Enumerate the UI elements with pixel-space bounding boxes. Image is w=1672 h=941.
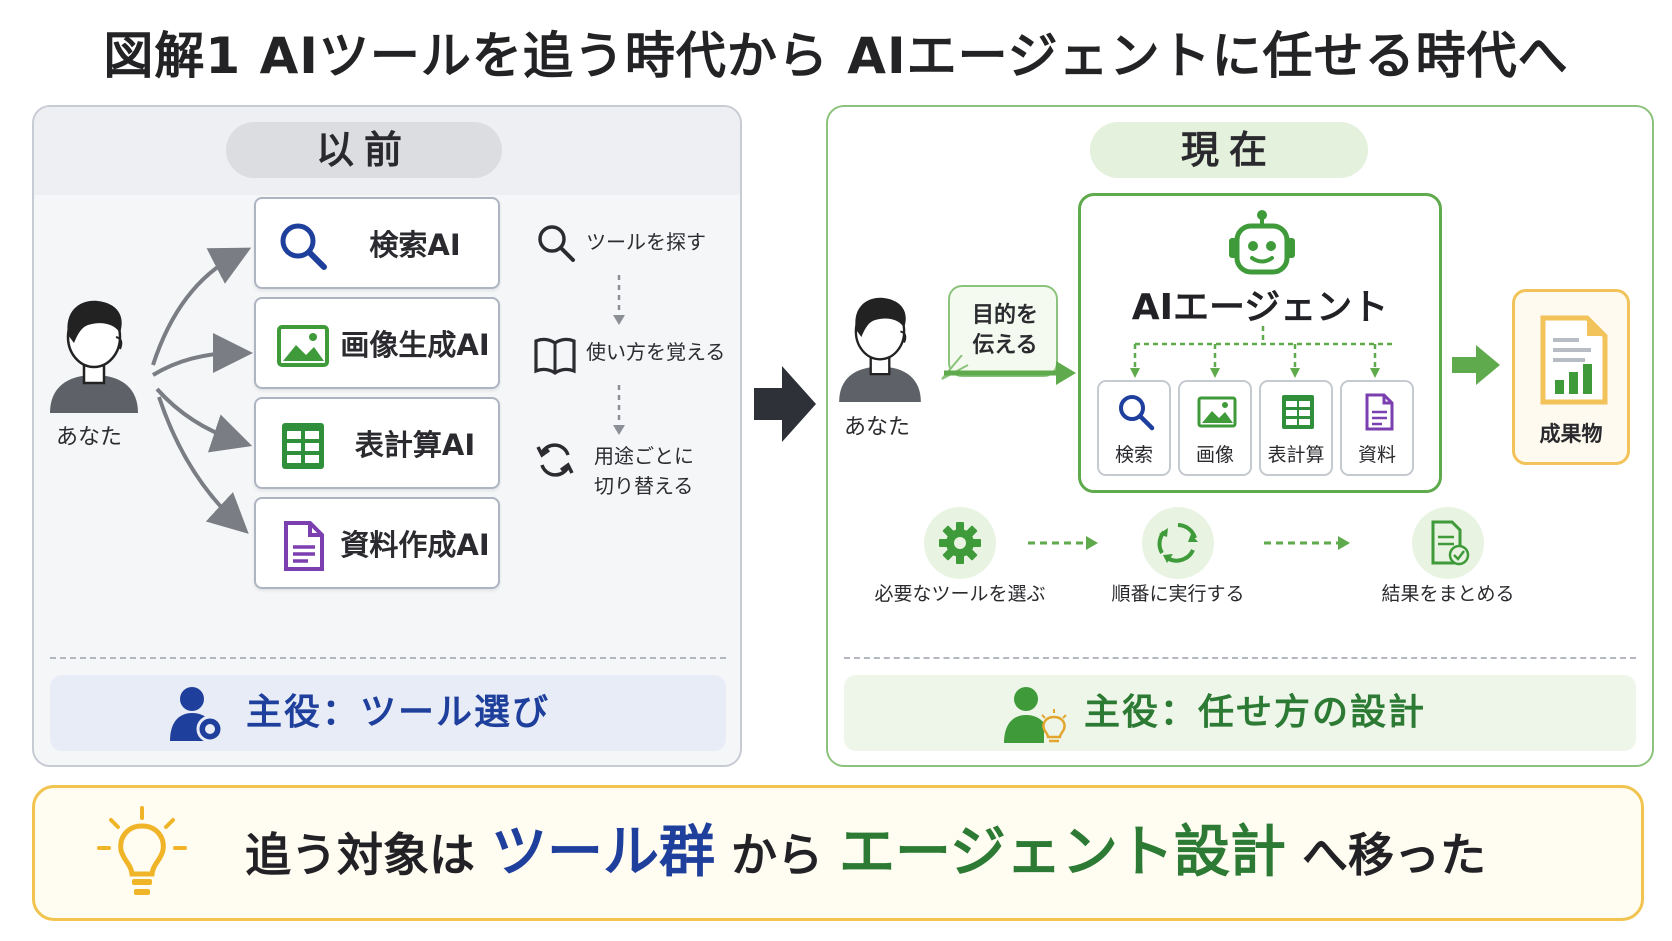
- before-person-label: あなた: [56, 425, 123, 450]
- deliverable-label: 成果物: [1539, 422, 1603, 446]
- before-header-pill: 以前: [226, 122, 502, 178]
- user-settings-icon: [170, 687, 224, 743]
- step-dash-arrow: [613, 275, 625, 325]
- banner-part3: から: [715, 828, 840, 882]
- bubble-line1: 目的を: [971, 303, 1038, 328]
- agent-tool-label: 資料: [1357, 444, 1396, 466]
- step-switch-line2: 切り替える: [594, 474, 694, 498]
- document-icon: [1365, 393, 1394, 431]
- lightbulb-icon: [97, 806, 187, 895]
- before-divider: [50, 657, 726, 659]
- ai-agent-box: AIエージェント 検索: [1078, 193, 1442, 493]
- flow-label-execute: 順番に実行する: [1111, 583, 1245, 605]
- document-icon: [284, 521, 324, 571]
- before-panel: 以前 あなた 検索AI 画像生成AI: [32, 105, 742, 767]
- tool-card-label: 検索AI: [369, 228, 461, 262]
- person-icon: [50, 300, 138, 413]
- agent-tool-spreadsheet: 表計算: [1259, 380, 1333, 476]
- now-divider: [844, 657, 1636, 659]
- bubble-line2: 伝える: [972, 333, 1038, 358]
- banner-part1: 追う対象は: [245, 828, 492, 882]
- step-find-tool: ツールを探す: [586, 230, 706, 254]
- doc-check-icon: [1431, 520, 1470, 566]
- banner-highlight-tools: ツール群: [491, 820, 716, 885]
- step-switch-line1: 用途ごとに: [594, 444, 694, 468]
- flow-step-summarize: [1412, 507, 1484, 579]
- fan-arrows: [151, 247, 253, 534]
- search-icon: [280, 223, 327, 270]
- agent-tool-document: 資料: [1340, 380, 1414, 476]
- banner-highlight-agent-design: エージェント設計: [839, 820, 1286, 885]
- flow-dash-arrow: [1028, 536, 1098, 550]
- banner-part5: へ移った: [1285, 828, 1486, 882]
- tool-card-document: 資料作成AI: [254, 497, 500, 589]
- flow-label-select: 必要なツールを選ぶ: [874, 583, 1046, 605]
- user-idea-icon: [1004, 687, 1067, 743]
- tool-card-spreadsheet: 表計算AI: [254, 397, 500, 489]
- deliverable-box: 成果物: [1512, 289, 1630, 465]
- page-title: 図解1 AIツールを追う時代から AIエージェントに任せる時代へ: [103, 27, 1569, 85]
- spreadsheet-icon: [282, 423, 324, 469]
- book-icon: [534, 337, 576, 375]
- agent-tool-search: 検索: [1097, 380, 1171, 476]
- step-dash-arrow: [613, 385, 625, 435]
- flow-step-execute: [1142, 507, 1214, 579]
- agent-tool-label: 検索: [1114, 444, 1153, 466]
- ai-agent-title: AIエージェント: [1131, 287, 1389, 328]
- now-header-pill: 現在: [1090, 122, 1368, 178]
- agent-tool-label: 表計算: [1267, 444, 1325, 466]
- now-role-text: 主役：任せ方の設計: [1084, 692, 1427, 733]
- refresh-icon: [536, 443, 574, 477]
- agent-branch-arrows: [1130, 326, 1393, 378]
- robot-icon: [1229, 210, 1295, 275]
- step-learn-usage: 使い方を覚える: [586, 340, 726, 364]
- gear-icon: [939, 522, 981, 564]
- person-icon: [839, 297, 921, 402]
- search-icon: [1119, 395, 1155, 431]
- to-result-arrow-icon: [1452, 345, 1500, 385]
- now-panel: 現在 あなた 目的を 伝える AIエージェント: [826, 105, 1654, 767]
- tool-card-label: 画像生成AI: [340, 328, 490, 362]
- step-switch-by-use: 用途ごとに 切り替える: [594, 441, 694, 501]
- summary-banner: 追う対象は ツール群 から エージェント設計 へ移った: [32, 785, 1644, 921]
- image-icon: [277, 325, 329, 367]
- now-person-label: あなた: [844, 415, 911, 440]
- image-icon: [1197, 396, 1237, 428]
- to-agent-arrow: [944, 361, 1076, 385]
- now-role-box: 主役：任せ方の設計: [844, 675, 1636, 751]
- speech-bubble: 目的を 伝える: [948, 285, 1058, 377]
- tool-card-label: 表計算AI: [354, 428, 476, 462]
- flow-label-summarize: 結果をまとめる: [1381, 583, 1515, 605]
- before-role-text: 主役：ツール選び: [246, 692, 551, 733]
- banner-text: 追う対象は ツール群 から エージェント設計 へ移った: [245, 788, 1486, 918]
- tool-card-image: 画像生成AI: [254, 297, 500, 389]
- transition-arrow-icon: [754, 366, 816, 442]
- before-role-box: 主役：ツール選び: [50, 675, 726, 751]
- agent-tool-label: 画像: [1195, 444, 1234, 466]
- agent-tool-image: 画像: [1178, 380, 1252, 476]
- report-icon: [1540, 315, 1608, 405]
- tool-card-search: 検索AI: [254, 197, 500, 289]
- flow-step-select: [924, 507, 996, 579]
- search-icon: [538, 225, 575, 262]
- cycle-icon: [1157, 523, 1198, 563]
- tool-card-label: 資料作成AI: [340, 528, 490, 562]
- spreadsheet-icon: [1282, 395, 1314, 429]
- flow-dash-arrow: [1264, 536, 1350, 550]
